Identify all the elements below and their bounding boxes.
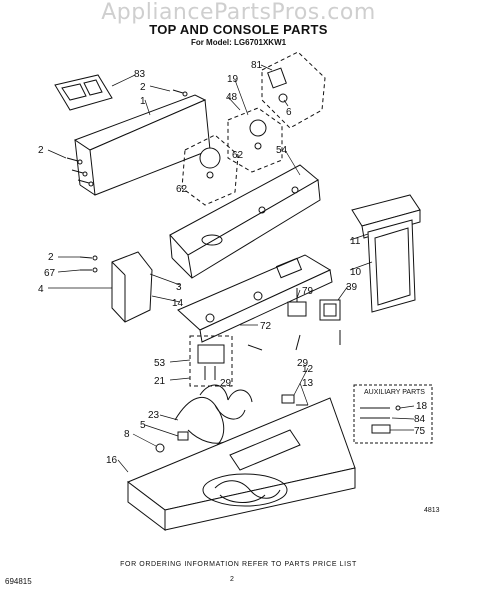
callout-13: 13 xyxy=(302,378,314,389)
callout-5: 5 xyxy=(140,420,146,431)
watermark: AppliancePartsPros.com xyxy=(101,0,376,25)
callout-labels: 83 2 1 2 81 19 48 6 62 62 54 11 2 67 4 3… xyxy=(38,60,440,514)
callout-2a: 2 xyxy=(140,82,146,93)
figure-number: 4813 xyxy=(424,507,440,514)
callout-48: 48 xyxy=(226,92,238,103)
leader-lines xyxy=(47,64,415,473)
document-number: 694815 xyxy=(5,577,32,586)
callout-79: 79 xyxy=(302,286,314,297)
auxiliary-title: AUXILIARY PARTS xyxy=(364,389,425,396)
callout-6: 6 xyxy=(286,107,292,118)
page-number: 2 xyxy=(230,576,234,583)
part-79-switch xyxy=(287,288,307,317)
part-81-knob-group xyxy=(261,51,326,129)
callout-21: 21 xyxy=(154,376,166,387)
callout-10: 10 xyxy=(350,267,362,278)
part-48-knob-group xyxy=(227,107,283,173)
callout-14: 14 xyxy=(172,298,184,309)
ordering-note: FOR ORDERING INFORMATION REFER TO PARTS … xyxy=(120,561,357,568)
aux-callout-18: 18 xyxy=(416,401,428,412)
callout-12: 12 xyxy=(302,364,314,375)
callout-62b: 62 xyxy=(176,184,188,195)
callout-11: 11 xyxy=(350,236,361,247)
part-16-top-panel xyxy=(127,397,356,532)
callout-62a: 62 xyxy=(232,150,244,161)
callout-2b: 2 xyxy=(38,145,44,156)
callout-3: 3 xyxy=(176,282,182,293)
knob-group-left xyxy=(181,134,239,206)
callout-8: 8 xyxy=(124,429,130,440)
model-line: For Model: LG6701XKW1 xyxy=(190,38,287,47)
console-lower-panel xyxy=(177,254,333,343)
callout-54: 54 xyxy=(276,145,288,156)
callout-1: 1 xyxy=(140,96,146,107)
callout-23: 23 xyxy=(148,410,160,421)
callout-67: 67 xyxy=(44,268,56,279)
part-1-endcap xyxy=(73,94,211,196)
callout-4: 4 xyxy=(38,284,44,295)
part-4-bracket xyxy=(111,251,153,323)
callout-29b: 29 xyxy=(297,358,309,369)
callout-29a: 29 xyxy=(220,378,232,389)
callout-53: 53 xyxy=(154,358,166,369)
callout-83: 83 xyxy=(134,69,146,80)
part-39-switch xyxy=(319,299,341,321)
callout-81: 81 xyxy=(251,60,263,71)
callout-72: 72 xyxy=(260,321,272,332)
callout-19: 19 xyxy=(227,74,239,85)
screw-group-67 xyxy=(79,255,98,273)
part-54-console xyxy=(169,164,321,279)
callout-39: 39 xyxy=(346,282,358,293)
callout-2c: 2 xyxy=(48,252,54,263)
aux-callout-84: 84 xyxy=(414,414,426,425)
part-10-housing xyxy=(367,219,416,313)
auxiliary-parts-box xyxy=(353,384,433,444)
part-83-bracket xyxy=(54,74,113,111)
callout-16: 16 xyxy=(106,455,118,466)
part-12-13 xyxy=(281,394,308,406)
screw-group-left xyxy=(66,89,188,187)
part-8-5 xyxy=(155,431,189,453)
aux-callout-75: 75 xyxy=(414,426,426,437)
page-title: TOP AND CONSOLE PARTS xyxy=(149,22,328,37)
